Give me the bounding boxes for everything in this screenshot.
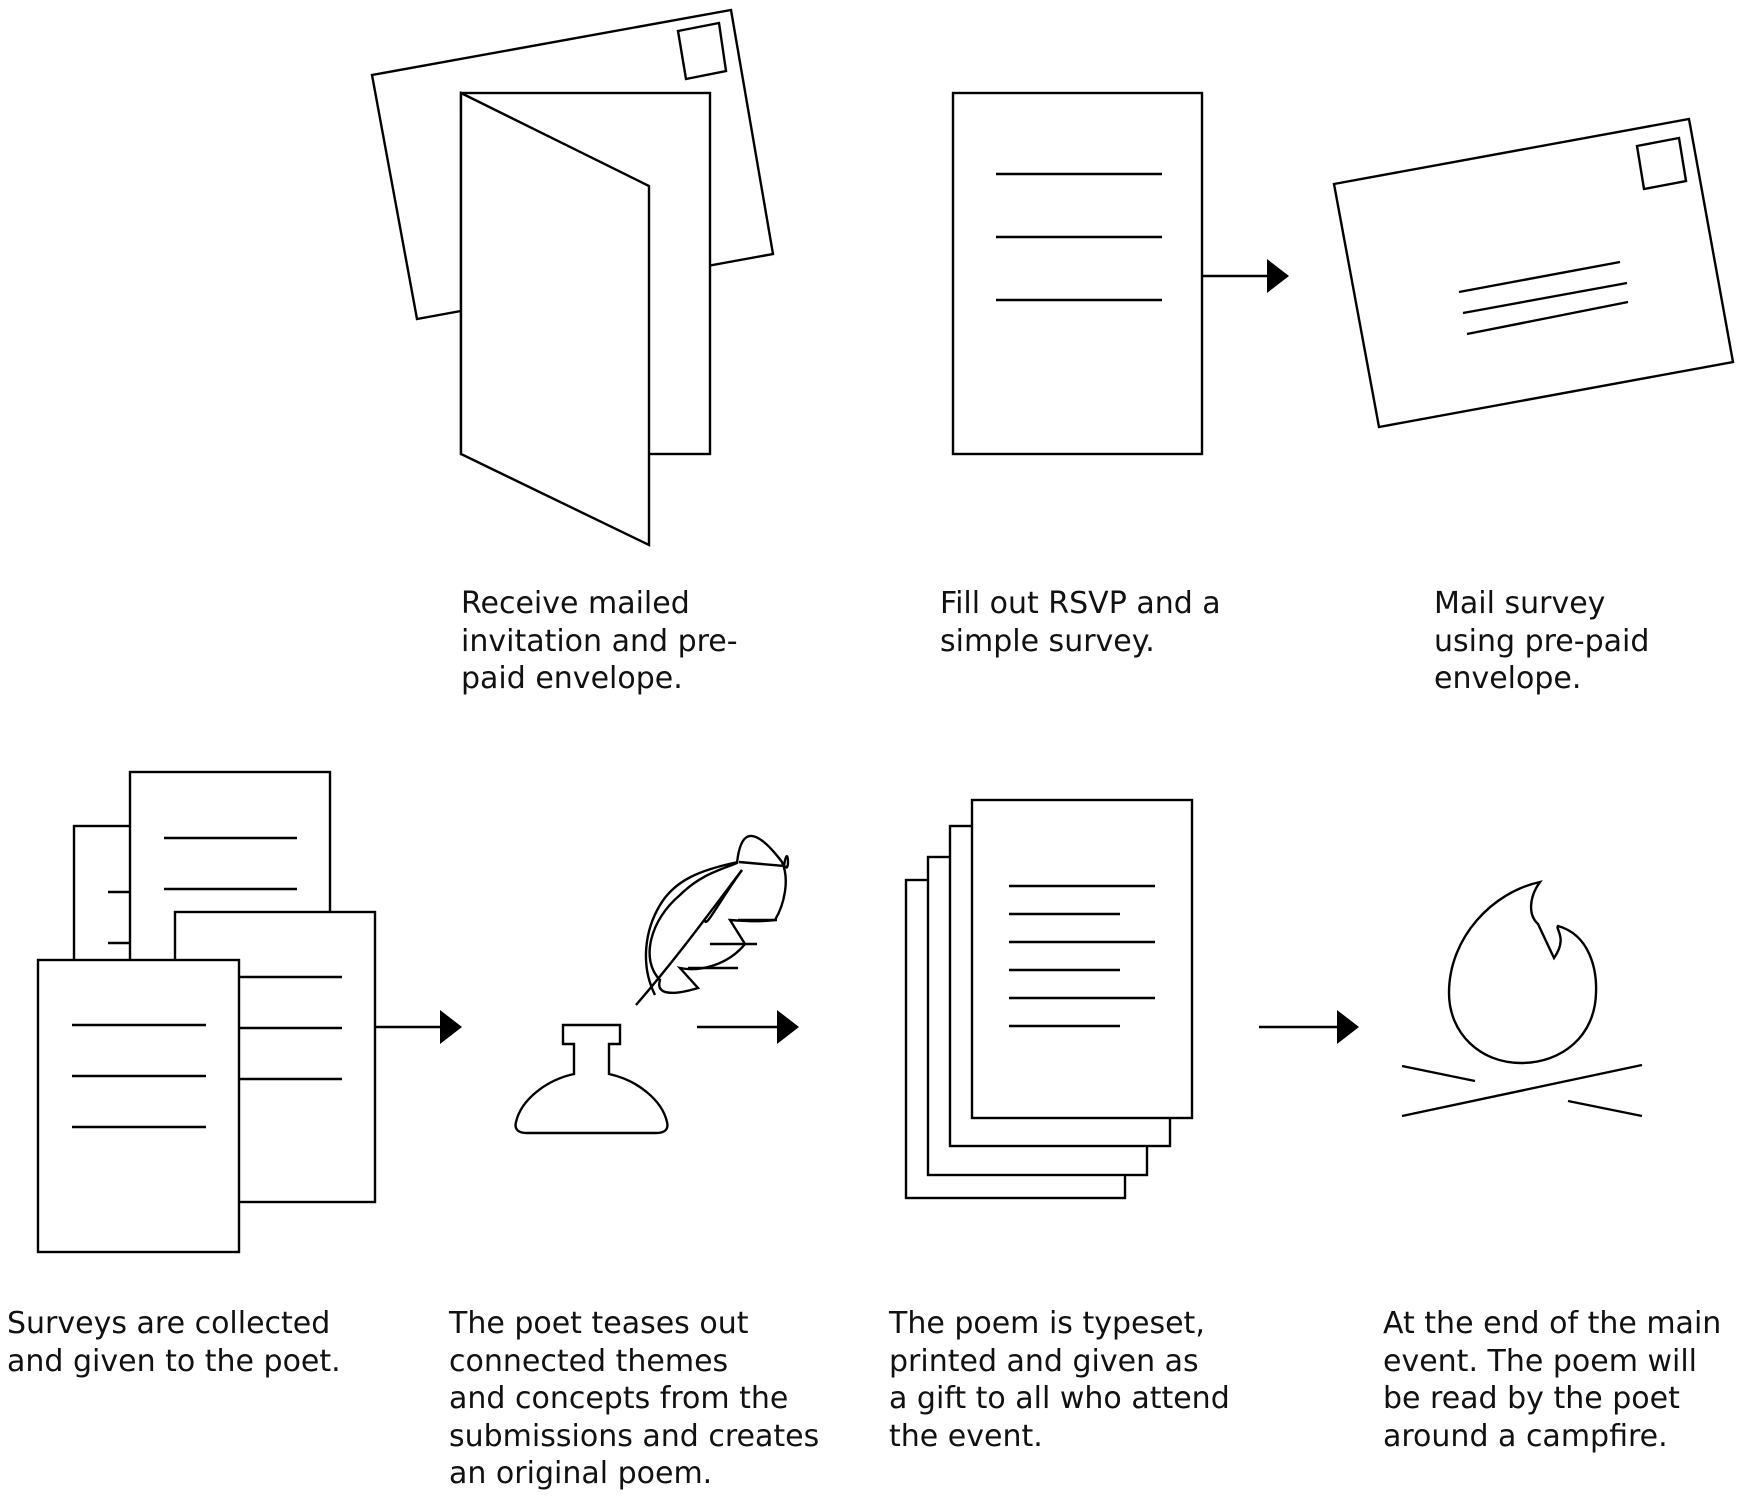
step-caption-campfire: At the end of the main event. The poem w… [1383, 1306, 1722, 1454]
step-caption-poet: The poet teases out connected themes and… [449, 1306, 820, 1491]
survey-sheet-icon [951, 91, 1204, 456]
invitation-envelope-icon [370, 8, 775, 547]
stamped-envelope-icon [1332, 117, 1735, 429]
stacked-pages-icon [904, 798, 1194, 1200]
arrow-right-icon [697, 1010, 799, 1044]
step-caption-receive: Receive mailed invitation and pre- paid … [461, 586, 738, 696]
arrow-right-icon [375, 1010, 462, 1044]
campfire-icon [1401, 880, 1643, 1118]
collected-papers-icon [36, 770, 377, 1254]
step-caption-collected: Surveys are collected and given to the p… [7, 1306, 341, 1379]
step-caption-mail: Mail survey using pre-paid envelope. [1434, 586, 1650, 696]
arrow-right-icon [1202, 259, 1289, 293]
arrow-right-icon [1259, 1010, 1359, 1044]
quill-inkwell-icon [514, 834, 790, 1135]
step-caption-typeset: The poem is typeset, printed and given a… [889, 1306, 1230, 1454]
step-caption-fill-out: Fill out RSVP and a simple survey. [940, 586, 1221, 659]
